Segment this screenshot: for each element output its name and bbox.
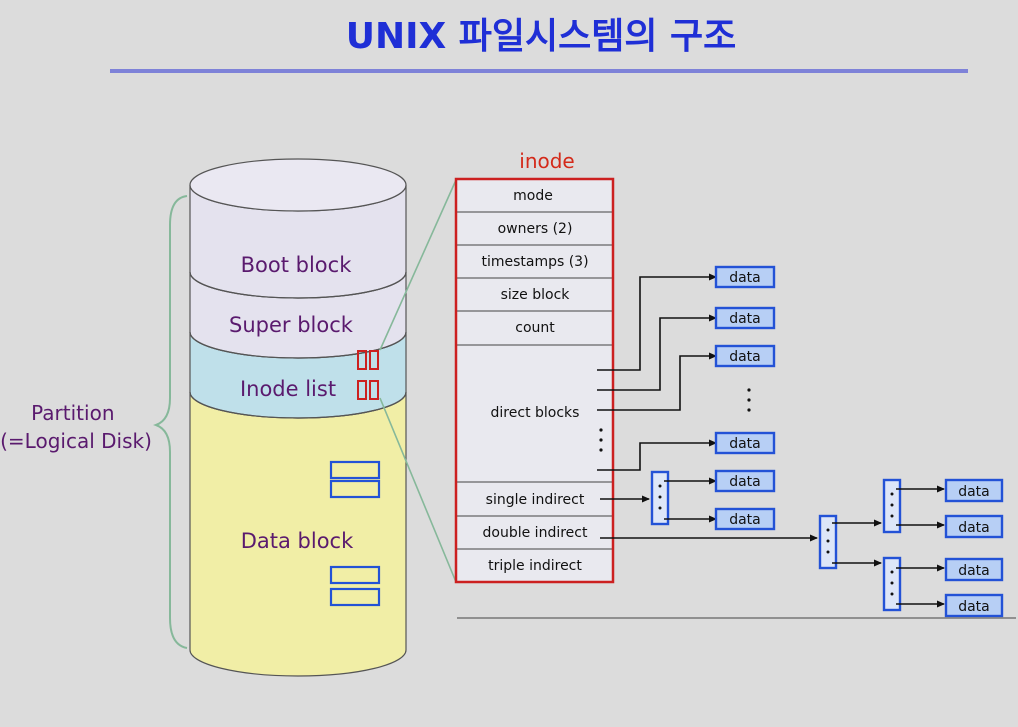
inode-list-markers (357, 350, 379, 400)
data-block-label: Data block (241, 529, 354, 553)
disk-top (189, 158, 407, 212)
zoom-line-bottom (379, 397, 457, 583)
svg-text:data: data (729, 270, 761, 286)
direct-blocks-ellipsis (599, 428, 603, 452)
zoom-line-top (379, 179, 457, 351)
title-underline (110, 69, 968, 73)
single-indirect-block (650, 470, 670, 526)
inode-field-mode: mode (513, 188, 553, 204)
inode-field-direct-blocks: direct blocks (491, 405, 580, 421)
inode-list-label: Inode list (240, 377, 336, 401)
svg-text:data: data (958, 599, 990, 615)
inode-field-single-indirect: single indirect (486, 492, 585, 508)
second-level-block-upper (882, 478, 902, 534)
svg-text:data: data (958, 520, 990, 536)
svg-text:data: data (729, 311, 761, 327)
second-level-block-lower (882, 556, 902, 612)
page-title: UNIX 파일시스템의 구조 (346, 16, 737, 57)
boot-block-label: Boot block (241, 253, 353, 277)
inode-field-triple-indirect: triple indirect (488, 558, 582, 574)
disk-cylinder (189, 158, 407, 677)
inode-field-count: count (515, 320, 555, 336)
inode-box (454, 177, 615, 584)
inode-title: inode (519, 149, 574, 173)
svg-text:data: data (729, 349, 761, 365)
inode-field-owners: owners (2) (498, 221, 573, 237)
svg-text:data: data (958, 484, 990, 500)
inode-structure (454, 177, 615, 584)
data-boxes-direct: data data data data data data (714, 265, 776, 531)
partition-brace (153, 195, 188, 649)
direct-pointer-lines (597, 273, 717, 471)
inode-field-size-block: size block (501, 287, 571, 303)
inode-field-timestamps: timestamps (3) (481, 254, 588, 270)
svg-text:data: data (729, 512, 761, 528)
data-boxes-indirect: data data data data (944, 478, 1004, 618)
inode-field-double-indirect: double indirect (483, 525, 588, 541)
svg-text:data: data (958, 563, 990, 579)
partition-label: Partition (=Logical Disk) (0, 401, 152, 453)
data-column-ellipsis (747, 388, 751, 412)
data-block-markers (329, 460, 381, 607)
svg-text:data: data (729, 474, 761, 490)
super-block-label: Super block (229, 313, 354, 337)
svg-text:data: data (729, 436, 761, 452)
double-indirect-block (818, 514, 838, 570)
